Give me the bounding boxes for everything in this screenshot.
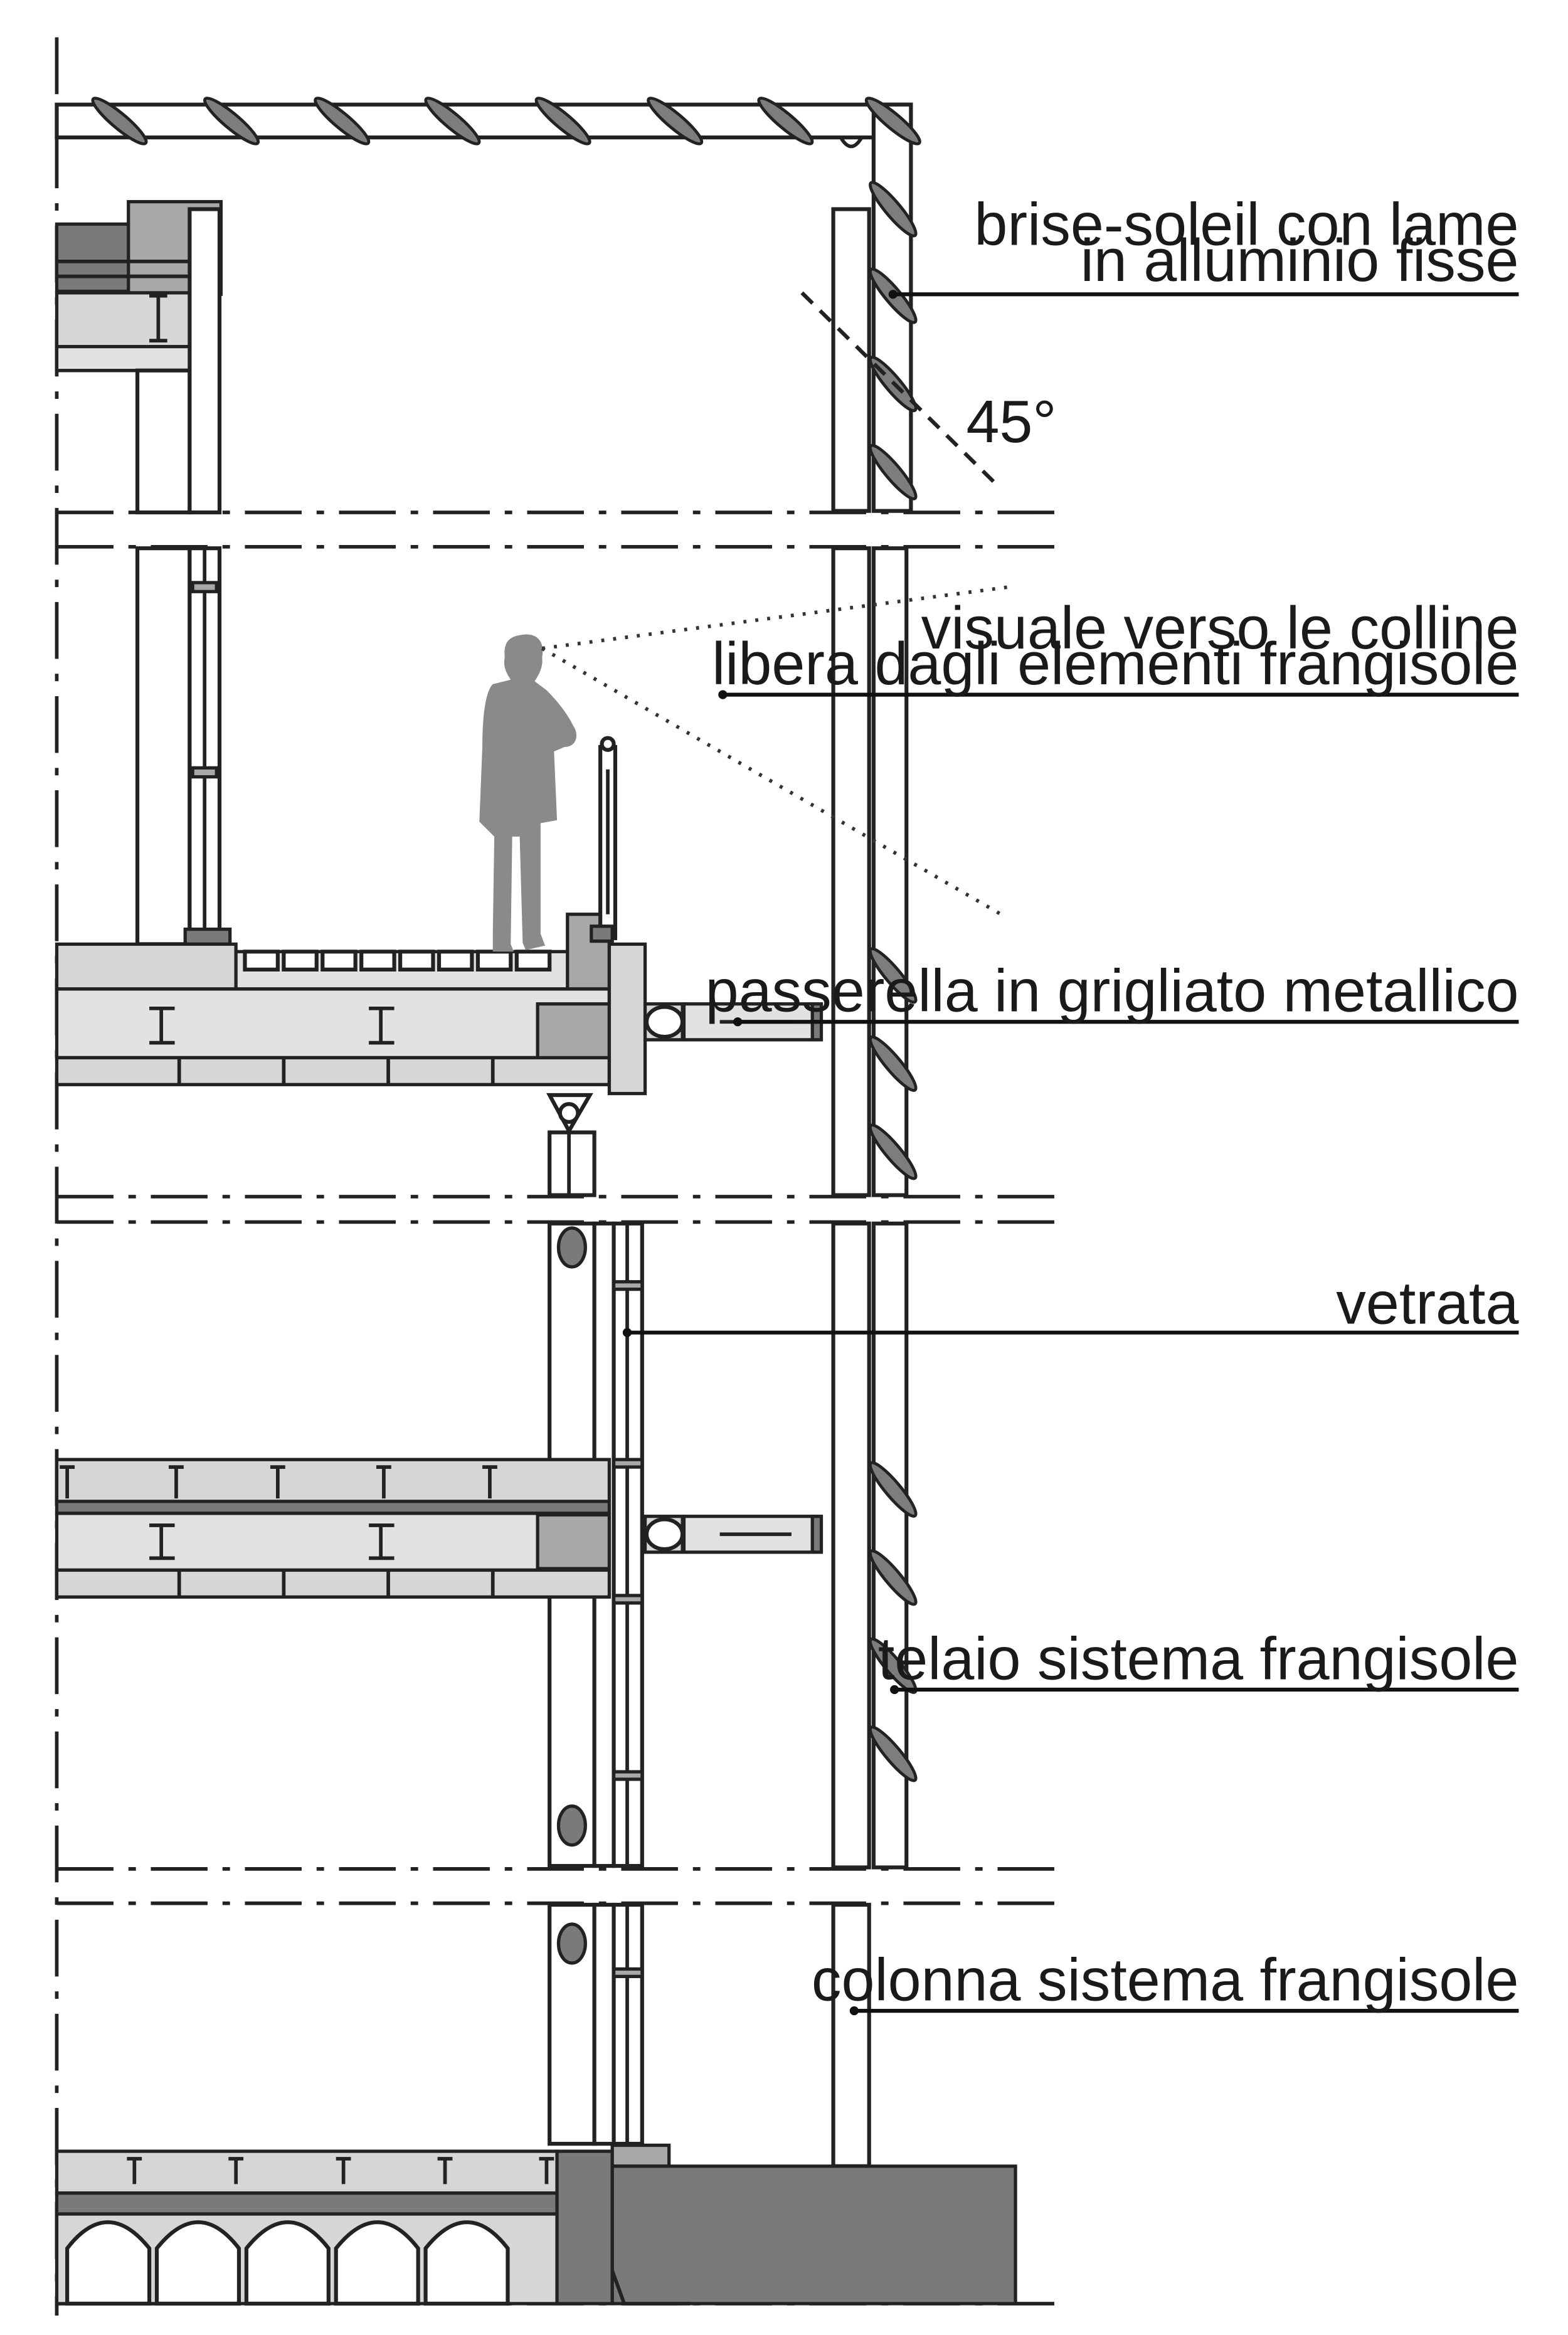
ground-floor — [55, 2143, 1017, 2306]
label-angle: 45° — [966, 389, 1056, 455]
top-blades — [91, 97, 921, 146]
label-colonna: colonna sistema frangisole — [812, 1947, 1519, 2013]
annotation-leaders — [622, 290, 1519, 2016]
upper-floor-fragment — [55, 199, 223, 515]
floor-pedestals — [60, 1465, 497, 1499]
annotation-texts: brise-soleil con lame in alluminio fisse… — [706, 192, 1519, 2014]
lower-floor-slab — [55, 1458, 824, 1599]
glazing-wall — [548, 1221, 644, 2146]
sight-lines — [541, 585, 1009, 918]
label-vetrata: vetrata — [1336, 1270, 1518, 1337]
aluminium-blades — [91, 97, 921, 1782]
label-passerella: passerella in grigliato metallico — [706, 958, 1519, 1025]
label-telaio: telaio sistema frangisole — [878, 1626, 1519, 1692]
label-brise-soleil-line2: in alluminio fisse — [1081, 228, 1519, 294]
walkway-floor — [55, 546, 824, 1197]
floor-grating — [243, 950, 552, 972]
label-visuale-line2: libera dagli elementi frangisole — [712, 631, 1518, 697]
vaulted-cavities — [65, 2220, 510, 2306]
person-silhouette-icon — [479, 634, 577, 952]
angle-45-line — [800, 291, 998, 485]
label-visuale-line1: visuale verso le colline — [921, 595, 1519, 662]
label-brise-soleil-line1: brise-soleil con lame — [974, 192, 1518, 258]
